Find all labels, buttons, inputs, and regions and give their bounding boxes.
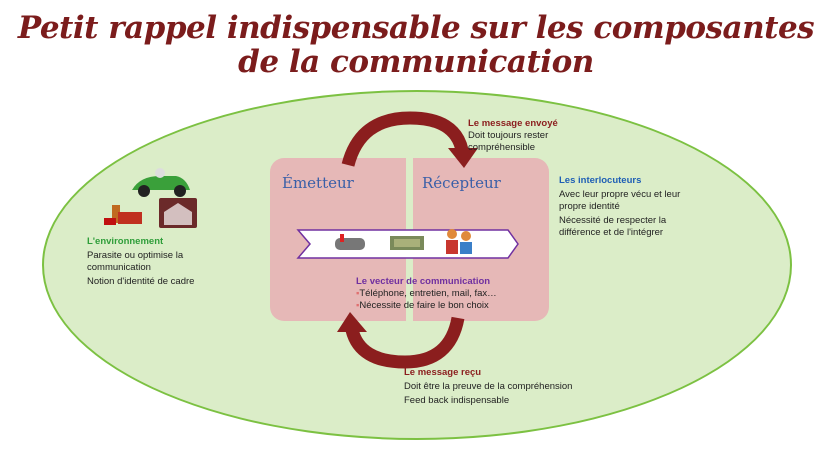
emetteur-label: Émetteur (282, 174, 354, 192)
message-envoye-line: Doit toujours rester (468, 130, 549, 141)
message-envoye-text: Le message envoyé Doit toujours rester c… (468, 118, 558, 154)
recepteur-label: Récepteur (422, 174, 501, 192)
house-icon (159, 198, 197, 228)
bottom-arrow-head (337, 312, 367, 332)
top-arrow-head (448, 148, 478, 168)
interlocuteurs-heading: Les interlocuteurs (559, 175, 642, 186)
factory-icon (104, 205, 142, 225)
message-recu-text: Le message reçu Doit être la preuve de l… (404, 367, 572, 407)
environnement-line: communication (87, 262, 151, 273)
message-recu-line: Doit être la preuve de la compréhension (404, 381, 573, 392)
vecteur-text: Le vecteur de communication ▪Téléphone, … (356, 276, 497, 312)
message-envoye-heading: Le message envoyé (468, 118, 558, 129)
mailbox-icon (335, 234, 365, 250)
money-icon (390, 236, 424, 250)
message-recu-line: Feed back indispensable (404, 395, 510, 406)
car-icon (132, 168, 190, 197)
environnement-line: Notion d'identité de cadre (87, 276, 195, 287)
interlocuteurs-line: différence et de l'intégrer (559, 227, 664, 238)
bottom-curved-arrow (345, 316, 465, 369)
interlocuteurs-text: Les interlocuteurs Avec leur propre vécu… (559, 175, 680, 239)
interlocuteurs-line: Nécessité de respecter la (559, 215, 667, 226)
environnement-heading: L'environnement (87, 236, 164, 247)
message-envoye-line: compréhensible (468, 142, 536, 153)
top-curved-arrow (341, 111, 469, 167)
title-line-1: Petit rappel indispensable sur les compo… (17, 10, 815, 46)
people-icon (446, 229, 472, 254)
interlocuteurs-line: propre identité (559, 201, 620, 212)
title-line-2: de la communication (238, 44, 594, 80)
vecteur-item: ▪Nécessite de faire le bon choix (356, 300, 489, 311)
vecteur-heading: Le vecteur de communication (356, 276, 491, 287)
interlocuteurs-line: Avec leur propre vécu et leur (559, 189, 681, 200)
message-recu-heading: Le message reçu (404, 367, 482, 378)
vecteur-item: ▪Téléphone, entretien, mail, fax… (356, 288, 497, 299)
environnement-text: L'environnement Parasite ou optimise la … (87, 236, 194, 288)
environnement-line: Parasite ou optimise la (87, 250, 184, 261)
